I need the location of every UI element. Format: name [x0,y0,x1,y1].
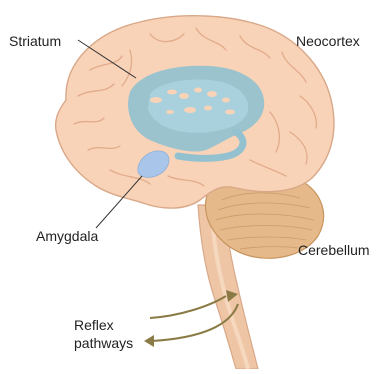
reflex-arrow-lower-head [144,335,154,347]
amygdala-label: Amygdala [36,228,98,244]
neocortex-label: Neocortex [296,33,360,49]
reflex-label-line2: pathways [74,334,133,352]
reflex-label-line1: Reflex [74,316,133,334]
striatum-label: Striatum [9,33,61,49]
cerebellum-label: Cerebellum [298,242,370,258]
reflex-pathways-label: Reflex pathways [74,316,133,352]
